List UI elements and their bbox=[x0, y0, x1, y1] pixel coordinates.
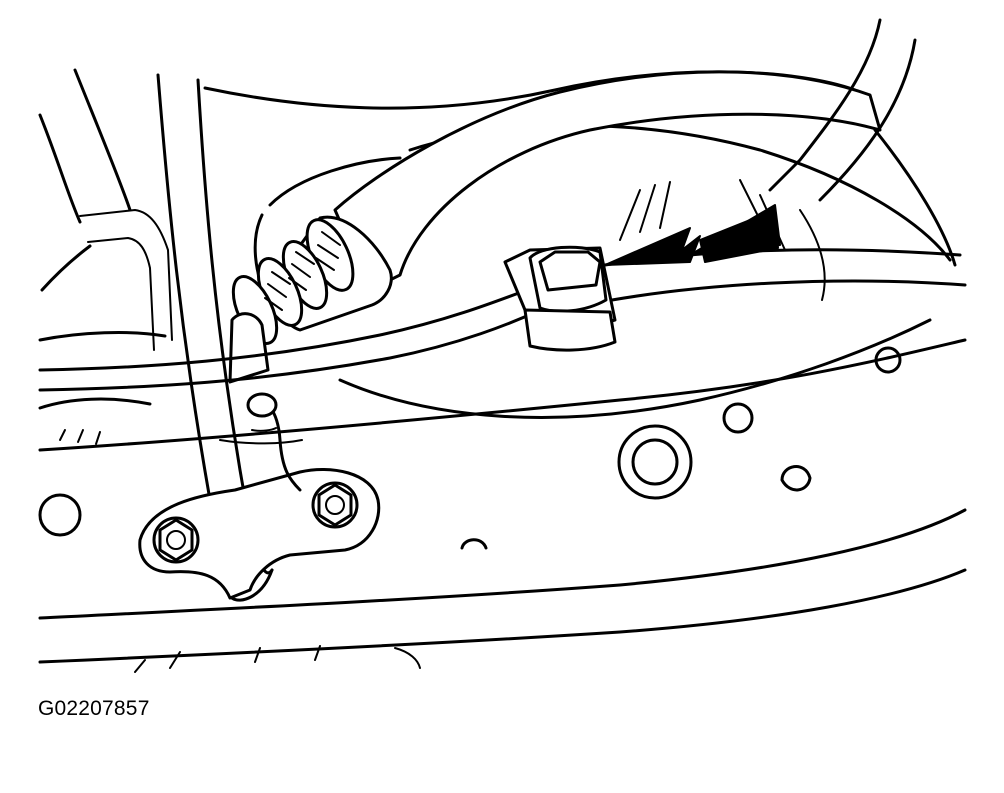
callout-arrow bbox=[604, 204, 781, 266]
rubber-hose bbox=[333, 18, 917, 292]
steel-line bbox=[38, 248, 967, 392]
flange-bolt-right bbox=[311, 481, 359, 529]
figure-code: G02207857 bbox=[38, 697, 150, 720]
subframe-crossmember bbox=[38, 338, 967, 673]
retaining-clip bbox=[503, 245, 617, 352]
hose-fitting bbox=[228, 215, 393, 384]
flange-bolt-left bbox=[152, 516, 200, 564]
